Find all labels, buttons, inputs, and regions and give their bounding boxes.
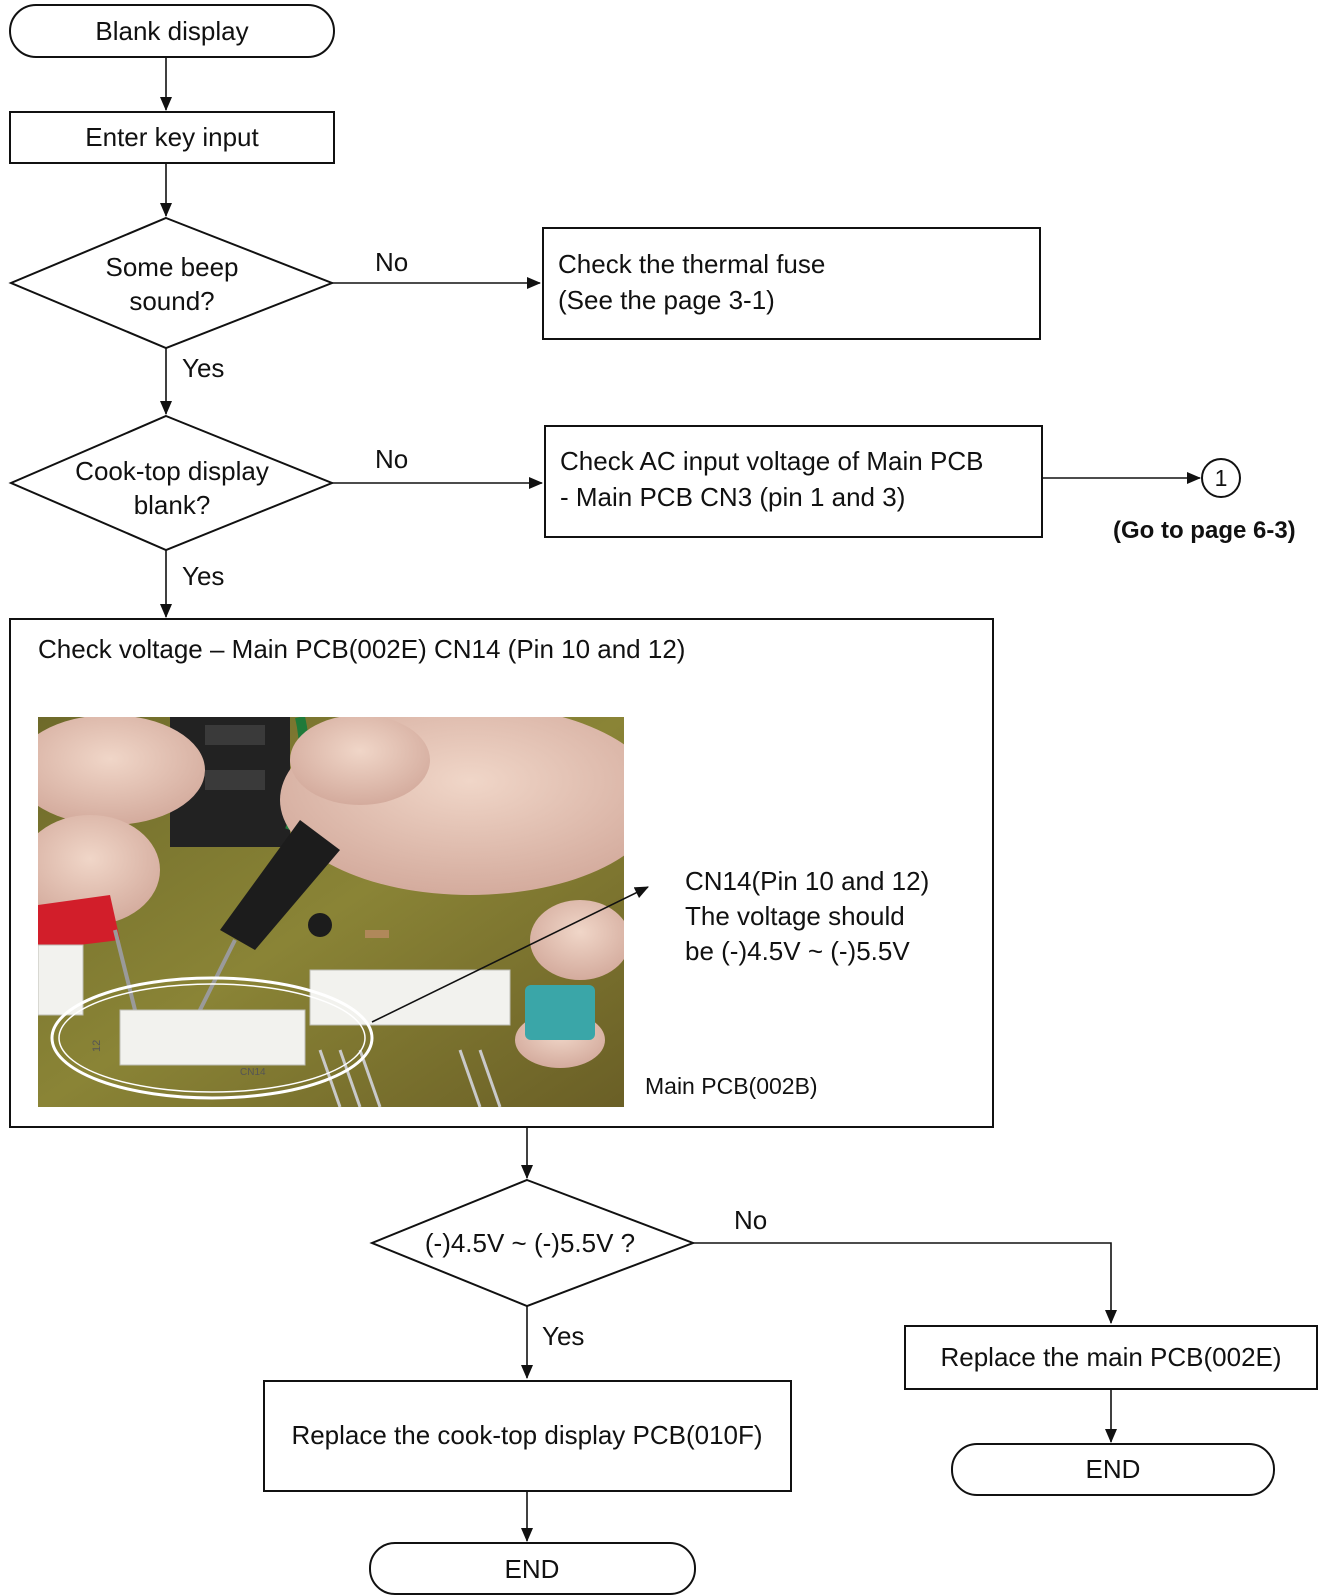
pcb-photo: 12 CN14 xyxy=(38,717,624,1107)
end-terminal-right: END xyxy=(951,1443,1275,1496)
replace-display-label: Replace the cook-top display PCB(010F) xyxy=(291,1420,762,1450)
start-label: Blank display xyxy=(95,16,248,46)
photo-pin12-mark: 12 xyxy=(91,1040,103,1052)
cooktop-decision-line2: blank? xyxy=(134,490,211,520)
voltage-range-decision: (-)4.5V ~ (-)5.5V ? xyxy=(369,1178,696,1308)
end-terminal-left: END xyxy=(369,1542,696,1595)
ac-input-line1: Check AC input voltage of Main PCB xyxy=(560,446,983,476)
board-label: Main PCB(002B) xyxy=(645,1073,818,1099)
yes-label: Yes xyxy=(182,353,224,383)
enter-key-process: Enter key input xyxy=(9,111,335,164)
cooktop-decision-line1: Cook-top display xyxy=(75,456,269,486)
start-terminal: Blank display xyxy=(9,4,335,58)
thermal-fuse-line2: (See the page 3-1) xyxy=(558,285,775,315)
no-label: No xyxy=(734,1205,767,1235)
thermal-fuse-line1: Check the thermal fuse xyxy=(558,249,825,279)
no-label: No xyxy=(375,247,408,277)
photo-cn14-mark: CN14 xyxy=(240,1067,266,1078)
yes-label: Yes xyxy=(182,561,224,591)
replace-display-pcb-process: Replace the cook-top display PCB(010F) xyxy=(263,1380,792,1492)
no-label: No xyxy=(375,444,408,474)
yes-label: Yes xyxy=(542,1321,584,1351)
goto-page-label: (Go to page 6-3) xyxy=(1113,517,1296,544)
cooktop-blank-decision: Cook-top display blank? xyxy=(8,414,335,552)
end-left-label: END xyxy=(505,1554,560,1584)
replace-main-label: Replace the main PCB(002E) xyxy=(940,1342,1281,1372)
beep-decision-line2: sound? xyxy=(129,286,214,316)
enter-key-label: Enter key input xyxy=(85,122,259,152)
connector-number: 1 xyxy=(1215,465,1228,491)
ac-input-process: Check AC input voltage of Main PCB - Mai… xyxy=(544,425,1043,538)
highlight-ellipse xyxy=(58,983,366,1093)
callout-line2: The voltage should xyxy=(685,901,905,931)
callout-arrow xyxy=(371,886,649,1023)
thermal-fuse-process: Check the thermal fuse (See the page 3-1… xyxy=(542,227,1041,340)
offpage-connector: 1 xyxy=(1201,458,1241,498)
highlight-ellipse xyxy=(50,976,374,1100)
beep-decision: Some beep sound? xyxy=(8,216,335,350)
end-right-label: END xyxy=(1086,1454,1141,1484)
no-branch-line xyxy=(693,1242,1117,1324)
callout-line3: be (-)4.5V ~ (-)5.5V xyxy=(685,936,910,966)
check-voltage-title: Check voltage – Main PCB(002E) CN14 (Pin… xyxy=(38,634,685,664)
voltage-decision-label: (-)4.5V ~ (-)5.5V ? xyxy=(425,1228,635,1258)
callout-line1: CN14(Pin 10 and 12) xyxy=(685,866,929,896)
beep-decision-line1: Some beep xyxy=(106,252,239,282)
ac-input-line2: - Main PCB CN3 (pin 1 and 3) xyxy=(560,482,905,512)
replace-main-pcb-process: Replace the main PCB(002E) xyxy=(904,1325,1318,1390)
